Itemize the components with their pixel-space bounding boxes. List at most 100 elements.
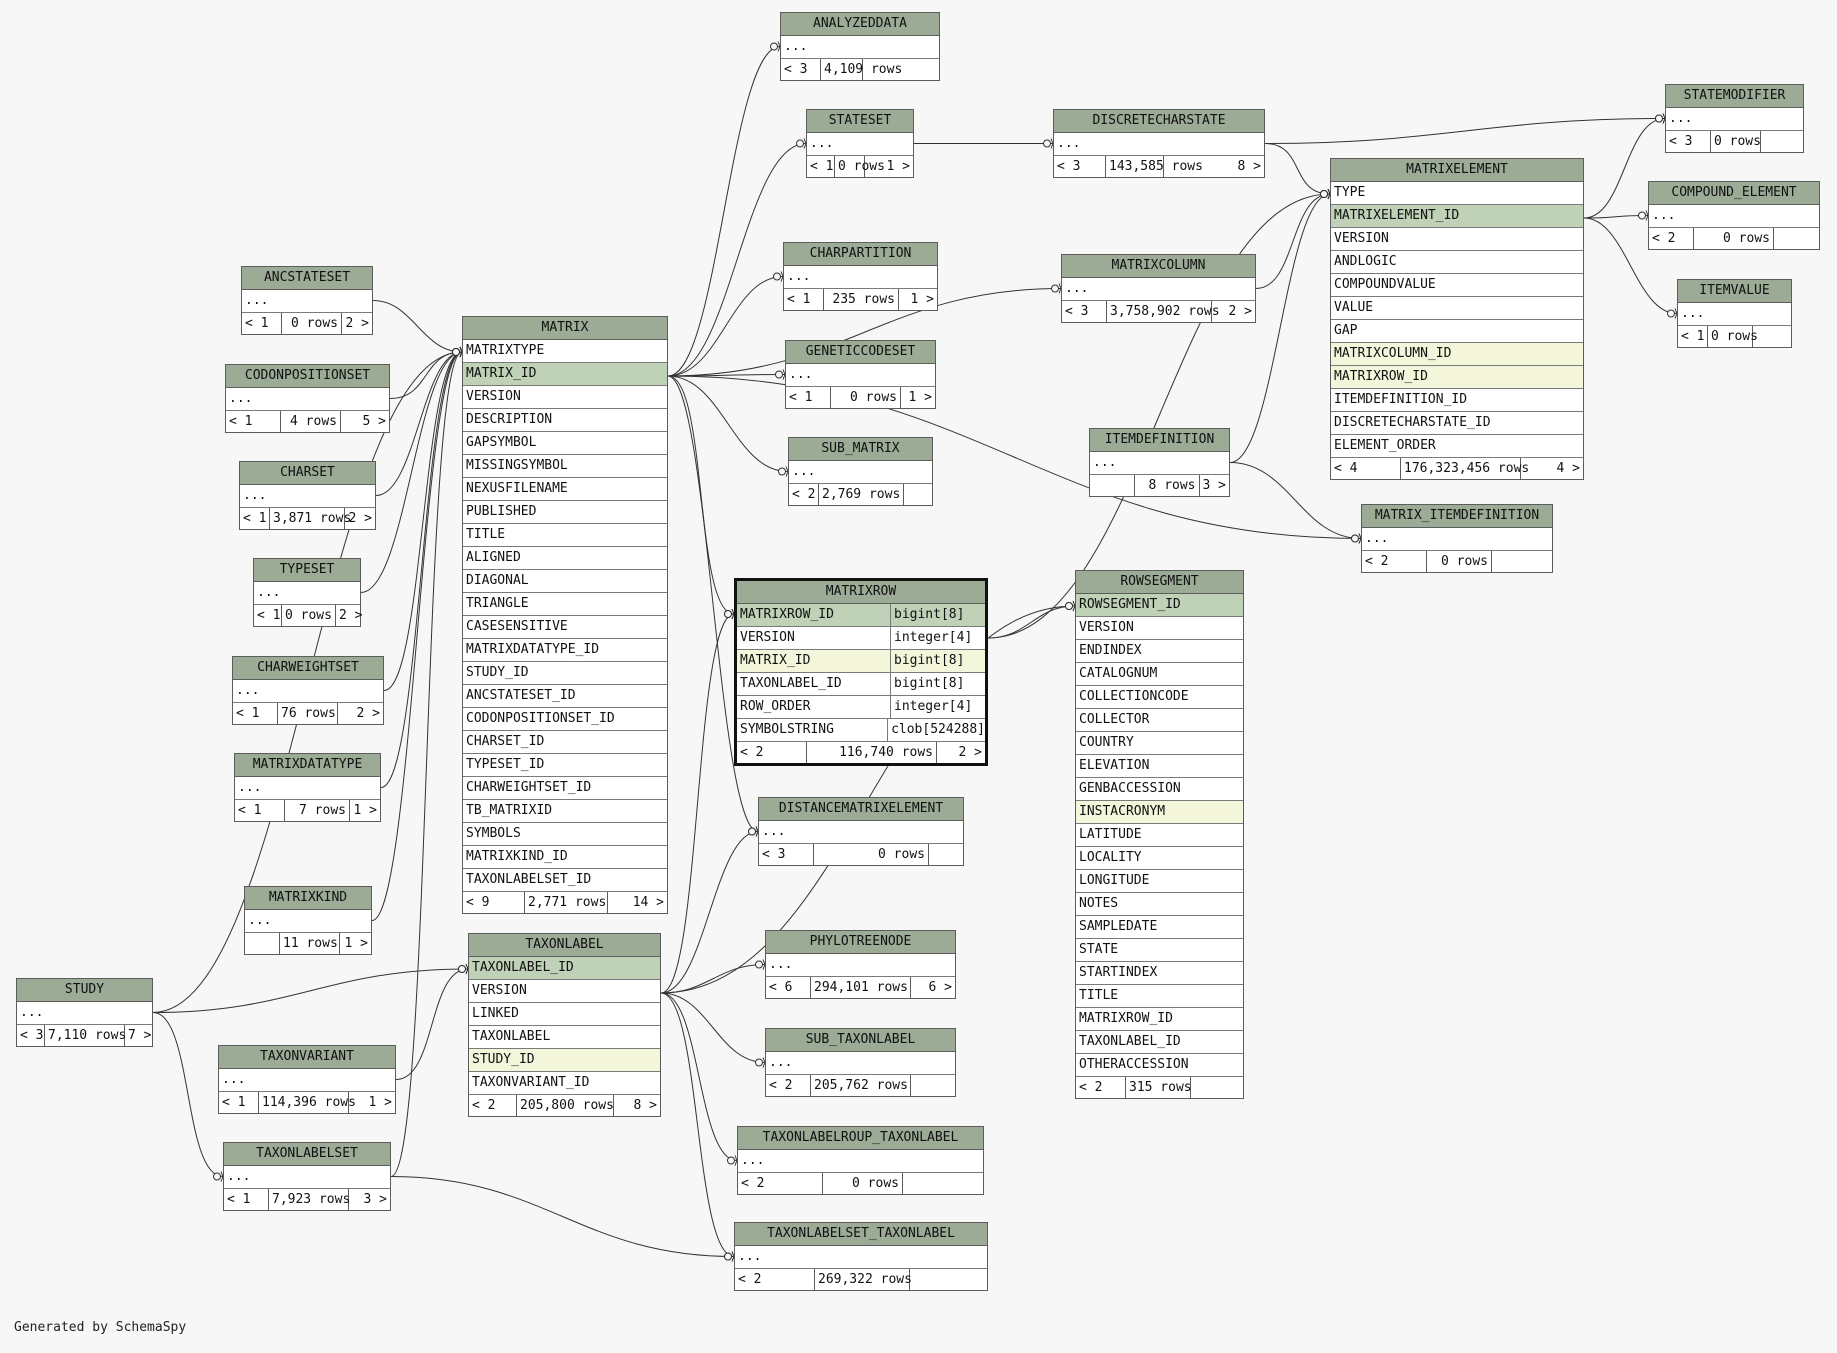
- children-link[interactable]: [1753, 326, 1791, 347]
- children-link[interactable]: [1191, 1077, 1243, 1098]
- column-row[interactable]: TYPESET_ID: [463, 754, 667, 777]
- column-row[interactable]: MATRIXTYPE: [463, 340, 667, 363]
- column-row[interactable]: VERSION: [463, 386, 667, 409]
- column-row[interactable]: ROWSEGMENT_ID: [1076, 594, 1243, 617]
- parents-link[interactable]: < 4: [1331, 458, 1401, 479]
- children-link[interactable]: 7 >: [128, 1028, 152, 1043]
- column-row[interactable]: SYMBOLS: [463, 823, 667, 846]
- column-row[interactable]: TAXONLABEL: [469, 1026, 660, 1049]
- children-link[interactable]: [1492, 551, 1552, 572]
- children-link[interactable]: 14 >: [632, 895, 664, 910]
- parents-link[interactable]: < 2: [469, 1095, 517, 1116]
- column-row[interactable]: TITLE: [463, 524, 667, 547]
- column-row[interactable]: GAPSYMBOL: [463, 432, 667, 455]
- column-row[interactable]: COMPOUNDVALUE: [1331, 274, 1583, 297]
- column-row[interactable]: DISCRETECHARSTATE_ID: [1331, 412, 1583, 435]
- column-row[interactable]: DIAGONAL: [463, 570, 667, 593]
- parents-link[interactable]: < 1: [242, 313, 282, 334]
- column-row[interactable]: LINKED: [469, 1003, 660, 1026]
- children-link[interactable]: 2 >: [345, 316, 369, 331]
- column-row[interactable]: ANDLOGIC: [1331, 251, 1583, 274]
- column-row[interactable]: TAXONLABEL_ID: [1076, 1031, 1243, 1054]
- column-row[interactable]: MATRIXDATATYPE_ID: [463, 639, 667, 662]
- column-row[interactable]: CODONPOSITIONSET_ID: [463, 708, 667, 731]
- parents-link[interactable]: < 1: [233, 703, 278, 724]
- children-link[interactable]: 6 >: [928, 980, 952, 995]
- column-row[interactable]: STARTINDEX: [1076, 962, 1243, 985]
- children-link[interactable]: 2 >: [958, 745, 982, 760]
- column-row[interactable]: ALIGNED: [463, 547, 667, 570]
- column-row[interactable]: MATRIXELEMENT_ID: [1331, 205, 1583, 228]
- parents-link[interactable]: < 3: [1062, 301, 1107, 322]
- children-link[interactable]: [911, 1075, 955, 1096]
- children-link[interactable]: 1 >: [886, 159, 910, 174]
- children-link[interactable]: 3 >: [363, 1192, 387, 1207]
- children-link[interactable]: 2 >: [338, 608, 363, 623]
- column-row[interactable]: LONGITUDE: [1076, 870, 1243, 893]
- parents-link[interactable]: < 2: [789, 484, 819, 505]
- column-row[interactable]: NOTES: [1076, 893, 1243, 916]
- parents-link[interactable]: < 2: [1076, 1077, 1126, 1098]
- children-link[interactable]: 5 >: [362, 414, 386, 429]
- parents-link[interactable]: < 2: [1362, 551, 1427, 572]
- children-link[interactable]: [1774, 228, 1819, 249]
- column-row[interactable]: TITLE: [1076, 985, 1243, 1008]
- column-row[interactable]: VERSION: [1076, 617, 1243, 640]
- parents-link[interactable]: < 9: [463, 892, 525, 913]
- parents-link[interactable]: < 3: [17, 1025, 45, 1046]
- children-link[interactable]: 2 >: [1228, 304, 1252, 319]
- parents-link[interactable]: < 1: [224, 1189, 269, 1210]
- parents-link[interactable]: < 2: [737, 742, 807, 763]
- column-row[interactable]: TAXONLABEL_ID: [469, 957, 660, 980]
- children-link[interactable]: [910, 1269, 987, 1290]
- column-row[interactable]: MISSINGSYMBOL: [463, 455, 667, 478]
- column-row[interactable]: TB_MATRIXID: [463, 800, 667, 823]
- parents-link[interactable]: [1090, 475, 1135, 496]
- children-link[interactable]: 4 >: [1556, 461, 1580, 476]
- column-row[interactable]: TAXONVARIANT_ID: [469, 1072, 660, 1095]
- column-row[interactable]: INSTACRONYM: [1076, 801, 1243, 824]
- parents-link[interactable]: < 1: [219, 1092, 259, 1113]
- column-row[interactable]: STUDY_ID: [463, 662, 667, 685]
- children-link[interactable]: 1 >: [344, 936, 368, 951]
- column-row[interactable]: ELEMENT_ORDER: [1331, 435, 1583, 458]
- column-row[interactable]: CHARWEIGHTSET_ID: [463, 777, 667, 800]
- column-row[interactable]: ELEVATION: [1076, 755, 1243, 778]
- column-row[interactable]: ENDINDEX: [1076, 640, 1243, 663]
- column-row[interactable]: COLLECTIONCODE: [1076, 686, 1243, 709]
- column-row[interactable]: VALUE: [1331, 297, 1583, 320]
- parents-link[interactable]: < 1: [1678, 326, 1708, 347]
- children-link[interactable]: 1 >: [368, 1095, 392, 1110]
- column-row[interactable]: CATALOGNUM: [1076, 663, 1243, 686]
- column-row[interactable]: VERSION: [469, 980, 660, 1003]
- parents-link[interactable]: < 3: [1666, 131, 1711, 152]
- column-row[interactable]: GENBACCESSION: [1076, 778, 1243, 801]
- parents-link[interactable]: < 2: [766, 1075, 811, 1096]
- children-link[interactable]: 2 >: [348, 511, 372, 526]
- column-row[interactable]: VERSION: [1331, 228, 1583, 251]
- column-row[interactable]: MATRIXROW_ID: [1076, 1008, 1243, 1031]
